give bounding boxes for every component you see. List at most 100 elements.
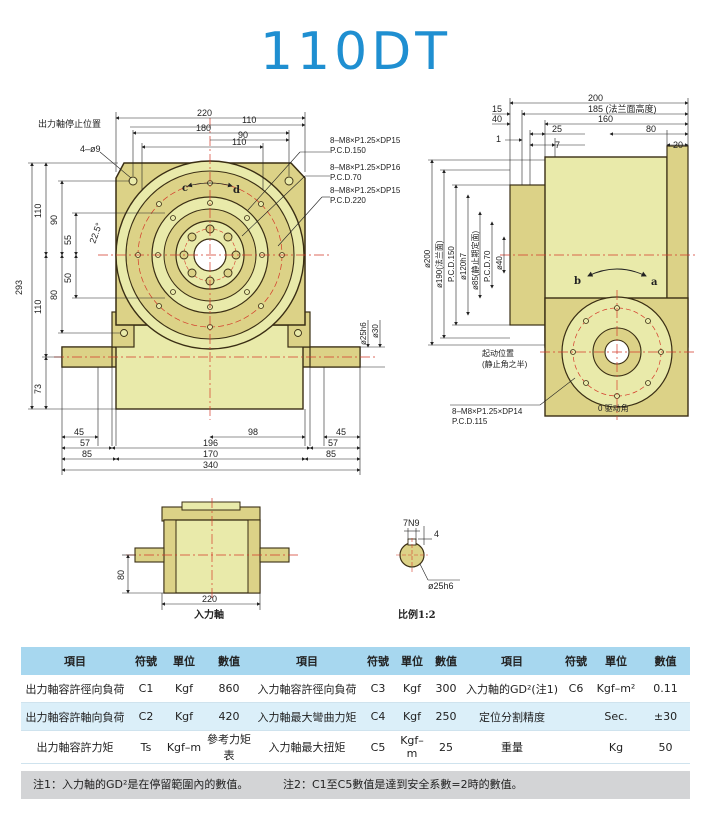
cell: 出力軸容許軸向負荷 bbox=[21, 702, 129, 731]
side-dim-1: 1 bbox=[496, 134, 501, 144]
dim-50: 50 bbox=[63, 273, 73, 283]
col-header: 符號 bbox=[561, 647, 591, 675]
dim-73: 73 bbox=[33, 384, 43, 394]
dim-45-right: 45 bbox=[336, 427, 346, 437]
dim-170: 170 bbox=[203, 449, 218, 459]
cell: 入力軸最大彎曲力矩 bbox=[253, 702, 361, 731]
key-dim-7n9: 7N9 bbox=[403, 518, 420, 528]
cell: Sec. bbox=[591, 702, 641, 731]
dim-110-top: 110 bbox=[242, 115, 256, 125]
note-2: 注2：C1至C5數值是達到安全系數=2時的數值。 bbox=[283, 778, 523, 791]
cell: 定位分割精度 bbox=[463, 702, 561, 731]
cell: Kgf bbox=[163, 702, 205, 731]
page-title: 110DT bbox=[259, 22, 452, 82]
col-header: 單位 bbox=[395, 647, 429, 675]
note-1: 注1：入力軸的GD²是在停留範圍內的數值。 bbox=[33, 778, 249, 791]
side-dim-7: 7 bbox=[555, 140, 560, 150]
rotation-c-label: c bbox=[182, 183, 188, 194]
cell: 出力軸容許徑向負荷 bbox=[21, 675, 129, 703]
shaft-30-dim: ø30 bbox=[371, 324, 380, 338]
key-dim-4: 4 bbox=[434, 529, 439, 539]
cell: C2 bbox=[129, 702, 163, 731]
cell bbox=[561, 702, 591, 731]
side-dia-200: ø200 bbox=[423, 249, 432, 268]
cell: 入力軸容許徑向負荷 bbox=[253, 675, 361, 703]
rotation-d-label: d bbox=[233, 185, 240, 196]
dim-180: 180 bbox=[196, 123, 211, 133]
cell: Kgf–m bbox=[163, 730, 205, 764]
col-header: 數值 bbox=[641, 647, 690, 675]
side-dim-25: 25 bbox=[552, 124, 562, 134]
cell: 0.11 bbox=[641, 675, 690, 703]
side-dia-85: ø85(静止期定面) bbox=[470, 231, 480, 290]
cell: ±30 bbox=[641, 702, 690, 731]
col-header: 項目 bbox=[253, 647, 361, 675]
key-shaft-dim: ø25h6 bbox=[428, 581, 454, 591]
col-header: 項目 bbox=[463, 647, 561, 675]
cell: 重量 bbox=[463, 730, 561, 764]
side-dim-40: 40 bbox=[492, 114, 502, 124]
table-header-row: 項目 符號 單位 數值 項目 符號 單位 數值 項目 符號 單位 數值 bbox=[21, 647, 690, 675]
col-header: 數值 bbox=[429, 647, 463, 675]
col-header: 單位 bbox=[163, 647, 205, 675]
input-shaft-caption: 入力軸 bbox=[194, 608, 224, 621]
cell: C5 bbox=[361, 730, 395, 764]
cell bbox=[561, 730, 591, 764]
notes-bar: 注1：入力軸的GD²是在停留範圍內的數值。 注2：C1至C5數值是達到安全系數=… bbox=[21, 771, 690, 799]
dim-110-upper: 110 bbox=[33, 204, 43, 218]
cell: C4 bbox=[361, 702, 395, 731]
cell: 出力軸容許力矩 bbox=[21, 730, 129, 764]
top-dim-80: 80 bbox=[116, 570, 126, 580]
side-dia-40: ø40 bbox=[495, 256, 504, 270]
rotation-a-label: a bbox=[651, 277, 658, 288]
side-pcd-70: P.C.D.70 bbox=[483, 250, 492, 282]
side-dim-80: 80 bbox=[646, 124, 656, 134]
hole-spec-label: 4–ø9 bbox=[80, 144, 101, 154]
side-dim-15: 15 bbox=[492, 104, 502, 114]
dim-90: 90 bbox=[238, 130, 248, 140]
tap-spec-4: 8–M8×P1.25×DP14 bbox=[452, 407, 523, 416]
spec-table: 項目 符號 單位 數值 項目 符號 單位 數值 項目 符號 單位 數值 出力軸容… bbox=[21, 647, 690, 764]
dim-45-left: 45 bbox=[74, 427, 84, 437]
cell: 420 bbox=[205, 702, 253, 731]
cell: Kgf bbox=[163, 675, 205, 703]
cell: Kgf bbox=[395, 675, 429, 703]
col-header: 符號 bbox=[361, 647, 395, 675]
tap-spec-3: 8–M8×P1.25×DP15 bbox=[330, 186, 401, 195]
dim-85-right: 85 bbox=[326, 449, 336, 459]
tap-spec-2: 8–M8×P1.25×DP16 bbox=[330, 163, 401, 172]
front-view: c d 22.5° 出力軸停止位置 4–ø9 220 110 180 90 11… bbox=[14, 108, 401, 475]
cell: 300 bbox=[429, 675, 463, 703]
dim-85-left: 85 bbox=[82, 449, 92, 459]
top-dim-220: 220 bbox=[202, 594, 217, 604]
side-dim-185: 185 (法兰面高度) bbox=[588, 103, 657, 114]
cell: 參考力矩表 bbox=[205, 730, 253, 764]
dim-293: 293 bbox=[14, 280, 24, 295]
output-stop-label: 出力軸停止位置 bbox=[38, 118, 101, 130]
pcd-3: P.C.D.220 bbox=[330, 196, 366, 205]
cell: 250 bbox=[429, 702, 463, 731]
tap-spec-1: 8–M8×P1.25×DP15 bbox=[330, 136, 401, 145]
dim-90-v: 90 bbox=[49, 215, 59, 225]
start-position-sub: (静止角之半) bbox=[482, 359, 528, 369]
cell: 25 bbox=[429, 730, 463, 764]
col-header: 單位 bbox=[591, 647, 641, 675]
dim-98: 98 bbox=[248, 427, 258, 437]
dim-57-left: 57 bbox=[80, 438, 90, 448]
side-dim-200: 200 bbox=[588, 93, 603, 103]
cell: Kg bbox=[591, 730, 641, 764]
key-detail: 7N9 4 ø25h6 比例1:2 bbox=[396, 518, 460, 621]
technical-drawing: c d 22.5° 出力軸停止位置 4–ø9 220 110 180 90 11… bbox=[14, 93, 695, 621]
pcd-1: P.C.D.150 bbox=[330, 146, 366, 155]
pcd-4: P.C.D.115 bbox=[452, 417, 488, 426]
side-dia-120: ø120h7 bbox=[459, 252, 468, 280]
cell: C1 bbox=[129, 675, 163, 703]
drive-angle-label: 0 驱动角 bbox=[598, 403, 629, 413]
scale-label: 比例1:2 bbox=[398, 608, 436, 621]
cell: 入力軸的GD²(注1) bbox=[463, 675, 561, 703]
dim-57-right: 57 bbox=[328, 438, 338, 448]
cell: C3 bbox=[361, 675, 395, 703]
side-pcd-150: P.C.D.150 bbox=[447, 246, 456, 282]
